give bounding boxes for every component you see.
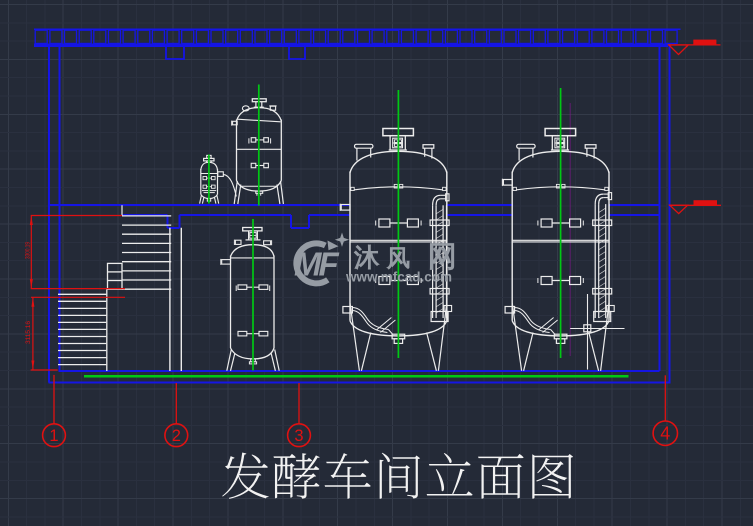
svg-text:3115.16: 3115.16 — [25, 321, 32, 344]
svg-text:1: 1 — [49, 427, 58, 445]
svg-text:www.mfcad.com: www.mfcad.com — [345, 269, 452, 285]
svg-text:MF: MF — [294, 246, 339, 283]
svg-text:4: 4 — [660, 424, 670, 444]
svg-text:3: 3 — [294, 427, 303, 445]
svg-text:3300.19: 3300.19 — [25, 242, 32, 259]
svg-text:2: 2 — [172, 427, 181, 445]
